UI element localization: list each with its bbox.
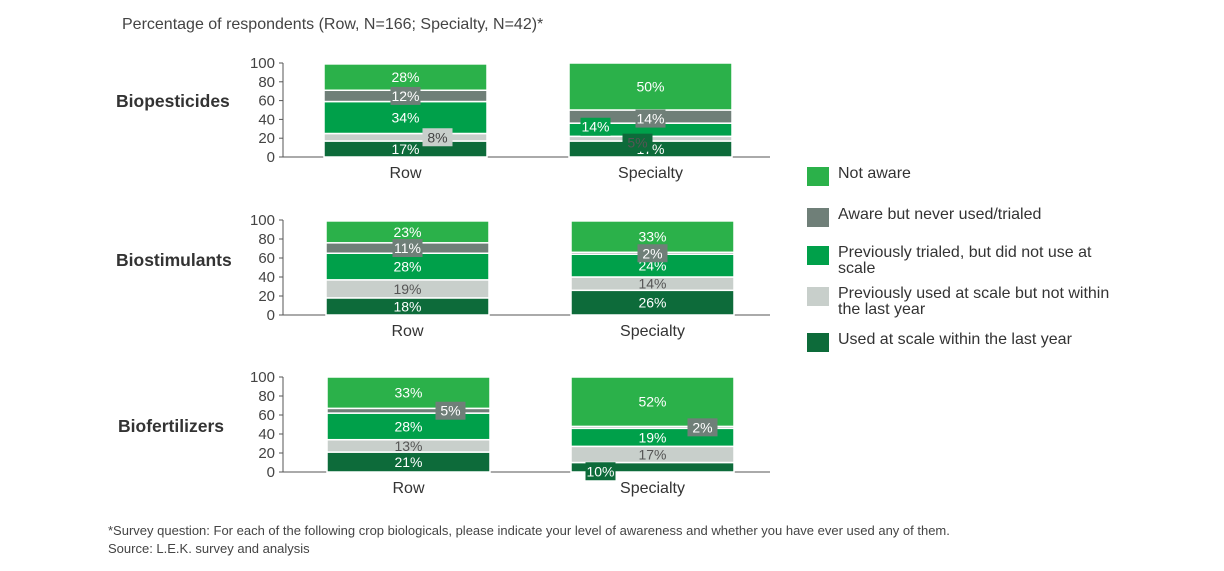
biofertilizers-value-label-row-not-aware: 33% [394,385,422,401]
biofertilizers-y-tick-label: 100 [250,369,275,386]
biopesticides-value-label-specialty-not-aware: 50% [636,79,664,95]
footnote-source: Source: L.E.K. survey and analysis [108,541,310,556]
biostimulants-label-box-specialty-aware-never-used [637,244,668,263]
biofertilizers-y-tick-label: 0 [267,464,275,481]
panel-title-biofertilizers: Biofertilizers [118,416,224,436]
legend-item-used-scale-not-last-year: Previously used at scale but not within … [807,286,1113,318]
biopesticides-label-box-specialty-used-scale-not-last-year [622,133,653,152]
biostimulants-y-tick-label: 40 [258,269,275,286]
biofertilizers-y-tick-label: 80 [258,388,275,405]
biofertilizers-category-label-row: Row [392,480,424,497]
biofertilizers-label-box-specialty-aware-never-used [687,418,718,437]
biopesticides-bar-specialty-not-aware [568,62,733,111]
biostimulants-value-label-specialty-aware-never-used: 2% [642,245,662,261]
biopesticides-value-label-specialty-aware-never-used: 14% [636,111,664,127]
legend-item-aware-never-used: Aware but never used/trialed [807,207,1138,227]
biopesticides-bar-row-not-aware [323,63,488,92]
biostimulants-y-tick-label: 100 [250,212,275,229]
biofertilizers-value-label-specialty-trialed-not-scale: 19% [638,429,666,445]
footnote-survey-question: *Survey question: For each of the follow… [108,523,950,538]
biofertilizers-category-label-specialty: Specialty [620,480,685,497]
biostimulants-y-tick-label: 0 [267,307,275,324]
biopesticides-label-box-specialty-aware-never-used [635,109,666,128]
biopesticides-label-box-row-used-scale-not-last-year [422,128,453,147]
legend-item-trialed-not-scale: Previously trialed, but did not use at s… [807,245,1098,277]
biofertilizers-value-label-specialty-aware-never-used: 2% [692,419,712,435]
biostimulants-value-label-specialty-used-scale-last-year: 26% [638,295,666,311]
biopesticides-category-label-specialty: Specialty [618,165,683,182]
legend-swatch-not-aware [807,167,829,186]
legend-label-trialed-not-scale: Previously trialed, but did not use at s… [838,244,1092,277]
biopesticides-bar-row-used-scale-not-last-year [323,132,488,142]
biopesticides-label-box-specialty-trialed-not-scale [580,117,611,136]
biofertilizers-value-label-row-used-scale-last-year: 21% [394,454,422,470]
legend-swatch-used-scale-not-last-year [807,287,829,306]
biofertilizers-value-label-row-aware-never-used: 5% [440,403,460,419]
biofertilizers-value-label-row-used-scale-not-last-year: 13% [394,438,422,454]
legend-swatch-aware-never-used [807,208,829,227]
panel-title-biopesticides: Biopesticides [116,91,230,111]
biofertilizers-y-tick-label: 40 [258,426,275,443]
biopesticides-value-label-row-trialed-not-scale: 34% [391,110,419,126]
biopesticides-y-tick-label: 20 [258,130,275,147]
chart-subtitle: Percentage of respondents (Row, N=166; S… [122,16,544,33]
biopesticides-y-tick-label: 0 [267,149,275,166]
biofertilizers-y-tick-label: 60 [258,407,275,424]
biostimulants-value-label-specialty-not-aware: 33% [638,229,666,245]
legend-item-used-scale-last-year: Used at scale within the last year [807,332,1138,352]
biostimulants-bar-specialty-not-aware [570,220,735,254]
legend-label-used-scale-not-last-year: Previously used at scale but not within … [838,285,1110,318]
biofertilizers-label-box-row-aware-never-used [435,401,466,420]
biofertilizers-value-label-row-trialed-not-scale: 28% [394,418,422,434]
biofertilizers-value-label-specialty-used-scale-last-year: 10% [586,463,614,479]
biostimulants-value-label-row-trialed-not-scale: 28% [393,259,421,275]
biofertilizers-label-box-specialty-used-scale-last-year [585,462,616,481]
biopesticides-label-box-row-aware-never-used [390,86,421,105]
biopesticides-value-label-specialty-used-scale-not-last-year: 5% [627,135,647,151]
biostimulants-y-tick-label: 80 [258,231,275,248]
biostimulants-label-box-row-aware-never-used [392,239,423,258]
biostimulants-category-label-specialty: Specialty [620,323,685,340]
biopesticides-bar-row-trialed-not-scale [323,100,488,135]
biopesticides-y-tick-label: 60 [258,93,275,110]
legend-swatch-trialed-not-scale [807,246,829,265]
biostimulants-value-label-row-used-scale-not-last-year: 19% [393,281,421,297]
biofertilizers-value-label-specialty-used-scale-not-last-year: 17% [638,446,666,462]
biofertilizers-y-tick-label: 20 [258,445,275,462]
biostimulants-value-label-row-used-scale-last-year: 18% [393,298,421,314]
biostimulants-category-label-row: Row [391,323,423,340]
biopesticides-y-tick-label: 100 [250,55,275,72]
biopesticides-value-label-row-used-scale-last-year: 17% [391,141,419,157]
biostimulants-value-label-row-aware-never-used: 11% [394,240,421,256]
biofertilizers-value-label-specialty-not-aware: 52% [638,394,666,410]
biostimulants-value-label-specialty-used-scale-not-last-year: 14% [638,276,666,292]
biostimulants-bar-specialty-used-scale-last-year [570,289,735,316]
biostimulants-y-tick-label: 20 [258,288,275,305]
biopesticides-value-label-row-aware-never-used: 12% [391,88,419,104]
biostimulants-value-label-row-not-aware: 23% [393,224,421,240]
biopesticides-y-tick-label: 40 [258,111,275,128]
legend-label-used-scale-last-year: Used at scale within the last year [838,331,1072,348]
biopesticides-y-tick-label: 80 [258,74,275,91]
legend-item-not-aware: Not aware [807,166,1138,186]
biopesticides-category-label-row: Row [389,165,421,182]
legend-label-not-aware: Not aware [838,165,911,182]
biopesticides-value-label-specialty-trialed-not-scale: 14% [581,119,609,135]
legend-swatch-used-scale-last-year [807,333,829,352]
legend-label-aware-never-used: Aware but never used/trialed [838,206,1042,223]
biofertilizers-bar-specialty-not-aware [570,376,735,428]
panel-title-biostimulants: Biostimulants [116,250,232,270]
biostimulants-y-tick-label: 60 [258,250,275,267]
biopesticides-value-label-row-used-scale-not-last-year: 8% [427,129,447,145]
biopesticides-value-label-row-not-aware: 28% [391,69,419,85]
